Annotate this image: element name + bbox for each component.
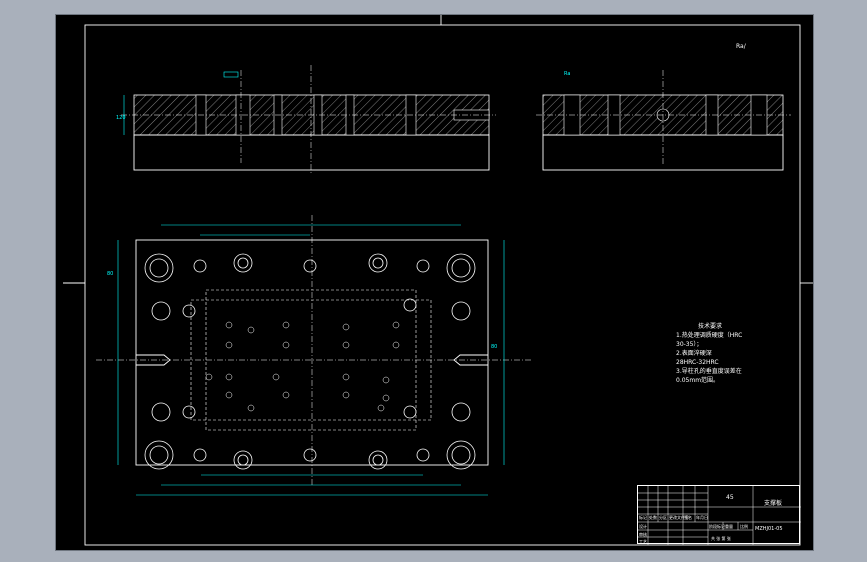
header-cell: 标记 xyxy=(639,515,647,520)
header-cell: 更改文件号 xyxy=(669,515,689,520)
notes-title: 技术要求 xyxy=(698,323,723,330)
title-block: 45 支撑板 MZHJ01-05 标记 处数 分区 更改文件号 签名 年月日 设… xyxy=(637,485,801,545)
header-cell: 分区 xyxy=(659,515,667,520)
part-name: 支撑板 xyxy=(764,500,783,507)
plan-view: 80 80 xyxy=(96,215,531,496)
sheet-count: 共 张 第 张 xyxy=(711,536,731,541)
notes-line: 3.导柱孔的垂直度误差在 xyxy=(676,368,742,375)
technical-requirements: 技术要求 1.热处理调质硬度（HRC 30-35）； 2.表面淬硬深 28HRC… xyxy=(676,322,796,385)
header-cell: 年月日 xyxy=(696,515,708,520)
side-section-view: Ra xyxy=(536,70,791,171)
notes-line: 1.热处理调质硬度（HRC xyxy=(676,332,743,339)
scale-cell: 比例 xyxy=(740,524,748,529)
plan-left-dim: 80 xyxy=(107,271,113,277)
scale-cell: 阶段标记 xyxy=(709,524,725,529)
notes-line: 30-35）； xyxy=(676,341,703,348)
cad-drawing-canvas: Ra/ 120 xyxy=(63,15,813,546)
drawing-border xyxy=(84,24,801,546)
header-cell: 处数 xyxy=(649,515,657,520)
side-lower-plate xyxy=(542,134,784,171)
row-label: 设计 xyxy=(639,524,647,529)
front-height-dim: 120 xyxy=(116,115,126,121)
notes-line: 2.表面淬硬深 xyxy=(676,350,712,357)
material-label: 45 xyxy=(726,494,734,501)
title-block-grid xyxy=(638,486,801,545)
drawing-number: MZHJ01-05 xyxy=(755,526,783,532)
row-label: 工艺 xyxy=(639,539,647,544)
scale-cell: 重量 xyxy=(725,524,733,529)
front-lower-plate xyxy=(133,134,490,171)
row-label: 审核 xyxy=(639,532,647,537)
roughness-mark: Ra/ xyxy=(736,43,747,50)
plan-right-dim: 80 xyxy=(491,344,497,350)
notes-line: 0.05mm范围。 xyxy=(676,377,720,384)
drawing-sheet: Ra/ 120 xyxy=(55,14,814,551)
notes-line: 28HRC-32HRC xyxy=(676,359,719,366)
side-top-dim: Ra xyxy=(564,71,570,77)
header-cell: 签名 xyxy=(684,515,692,520)
front-section-view: 120 xyxy=(116,65,496,175)
